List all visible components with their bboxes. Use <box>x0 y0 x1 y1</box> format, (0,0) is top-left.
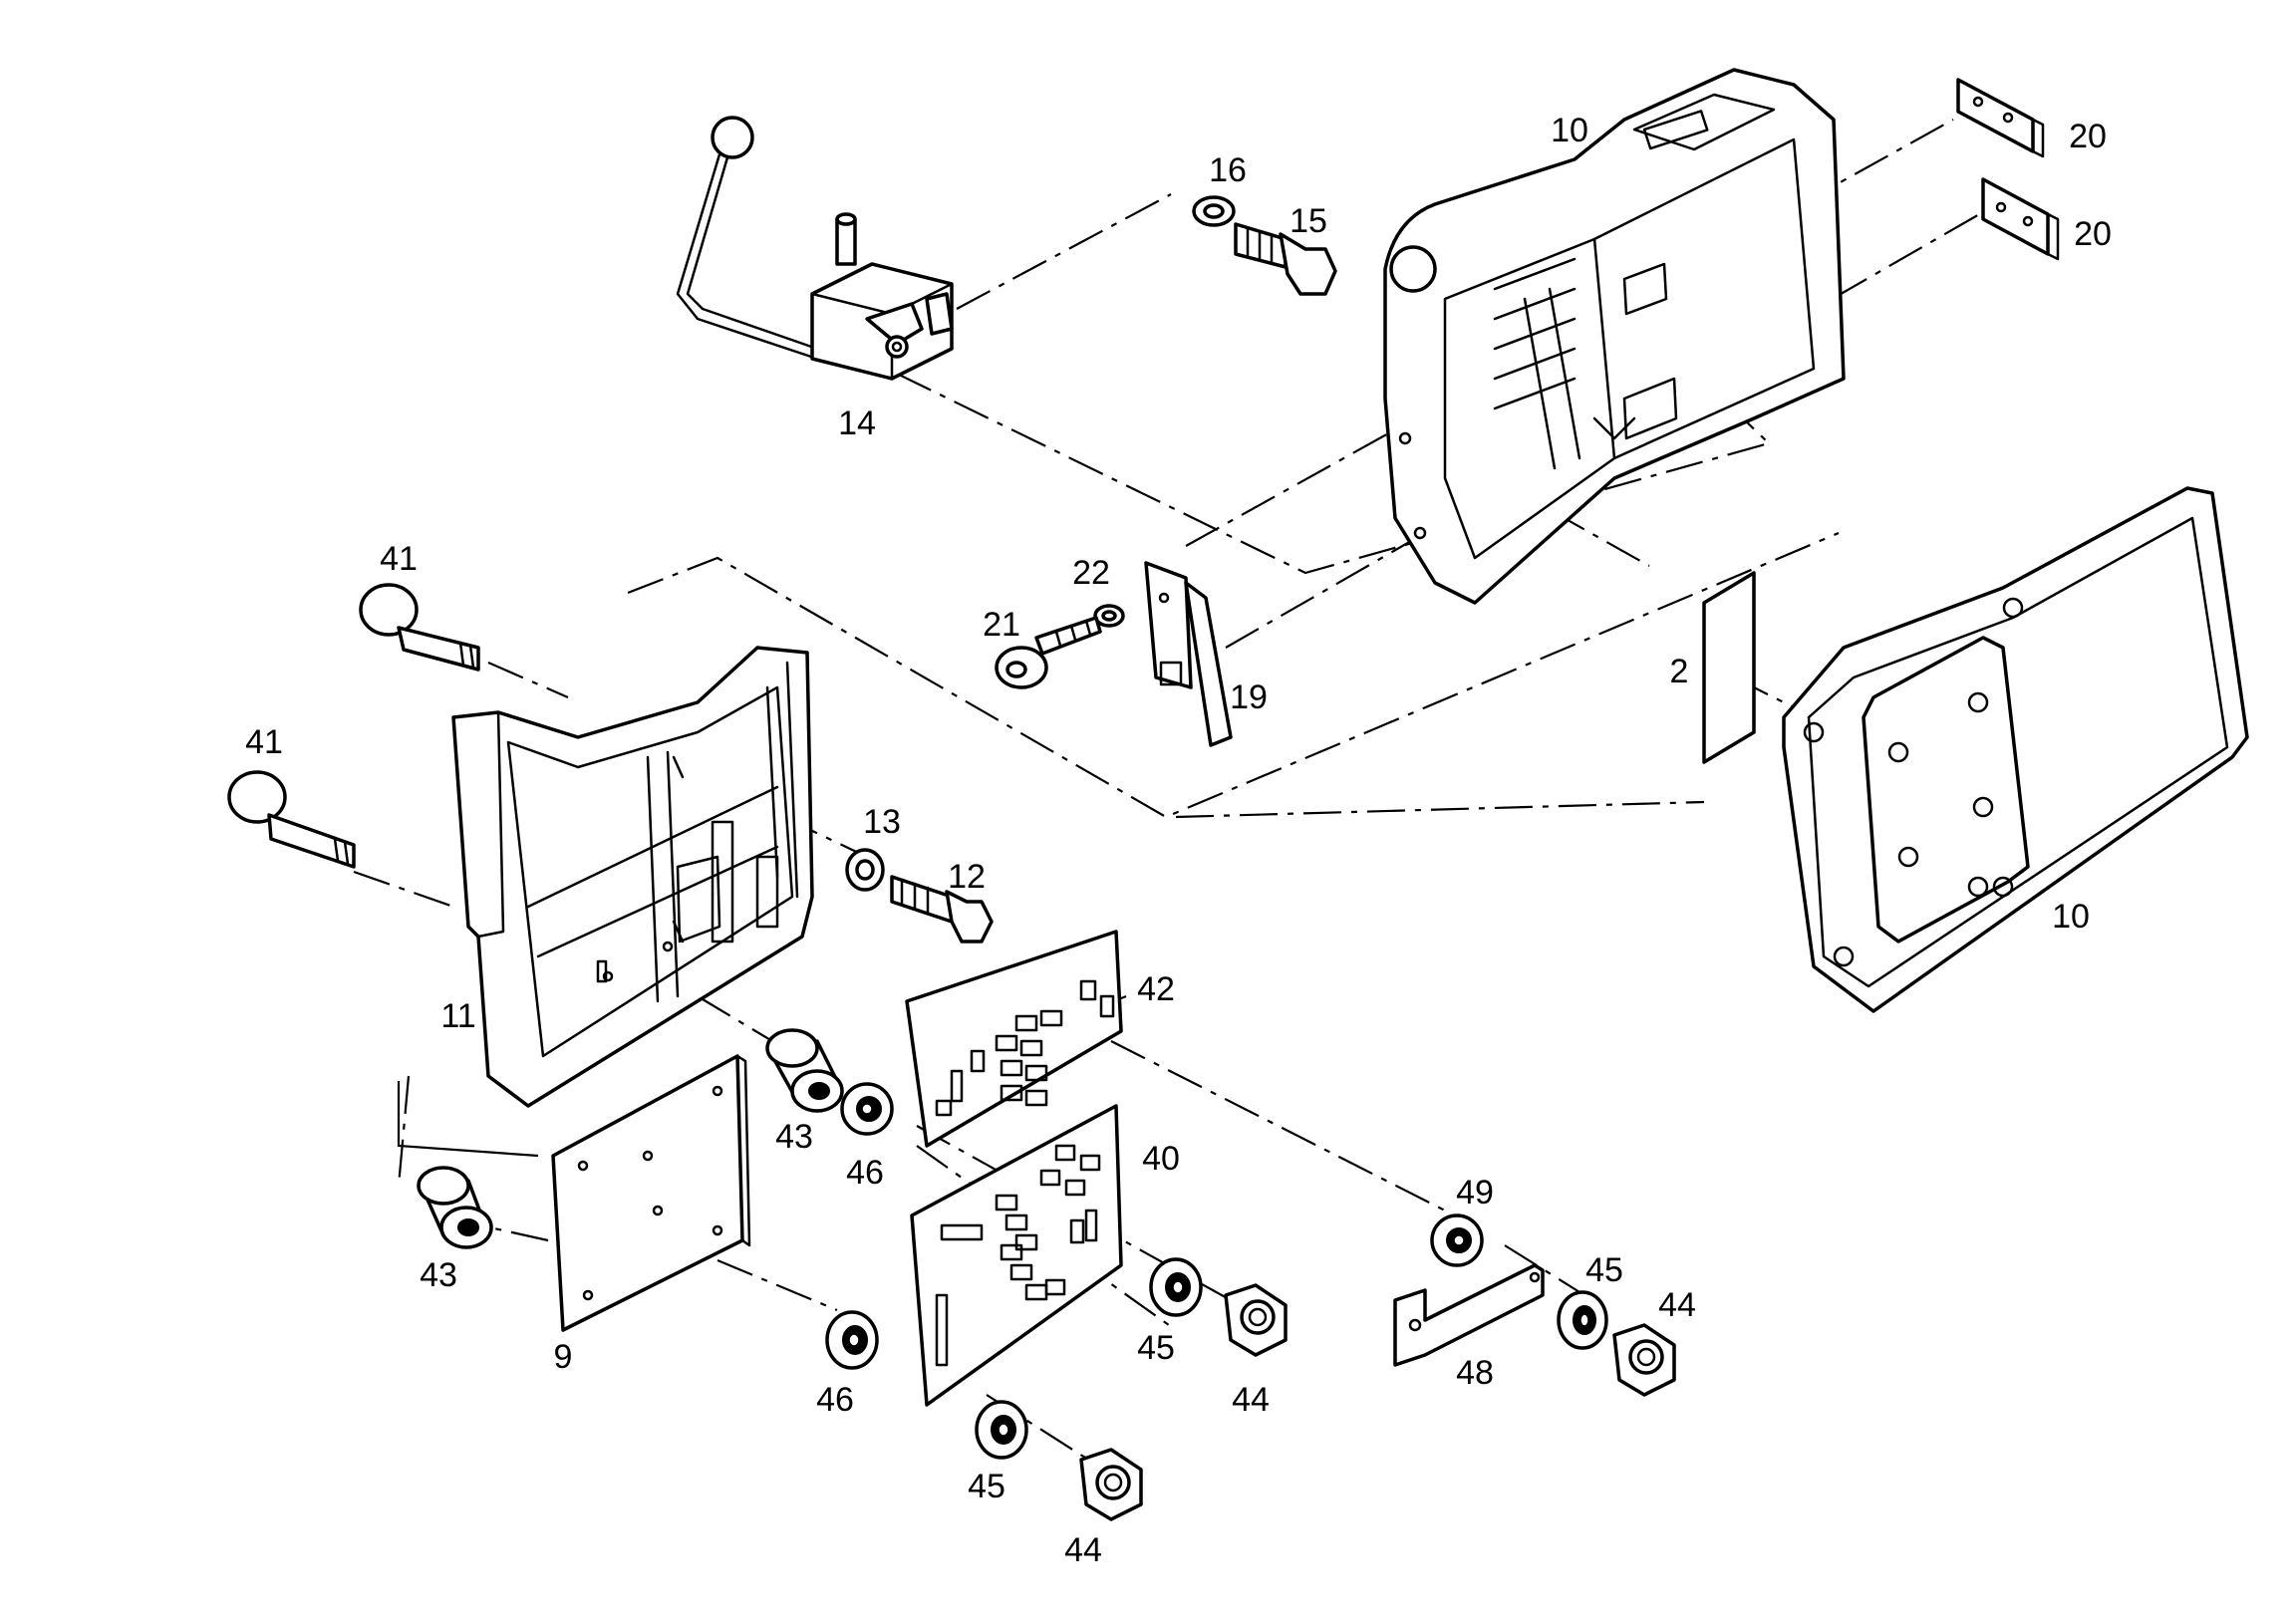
callout-20-plate-b: 20 <box>2074 215 2112 253</box>
part-10-cover <box>1782 486 2249 1013</box>
part-44-nut-b <box>1079 1448 1143 1521</box>
callout-21-screw: 21 <box>983 606 1020 644</box>
callout-10-housing: 10 <box>1551 112 1588 149</box>
callout-22-washer: 22 <box>1072 554 1110 592</box>
callout-40-board: 40 <box>1142 1140 1180 1178</box>
part-43-spacer-b <box>417 1166 493 1249</box>
callout-45-washer-b: 45 <box>968 1468 1005 1505</box>
callout-46-washer-a: 46 <box>846 1154 884 1192</box>
part-11-frame <box>451 646 814 1108</box>
part-49-washer <box>1430 1214 1484 1267</box>
callout-48-bracket: 48 <box>1456 1354 1494 1392</box>
callout-45-washer-c: 45 <box>1585 1251 1623 1289</box>
callout-20-plate-a: 20 <box>2069 118 2107 155</box>
callout-45-washer-a: 45 <box>1137 1329 1175 1367</box>
part-45-washer-b <box>975 1400 1028 1460</box>
callout-49-washer: 49 <box>1456 1174 1494 1212</box>
part-13-washer <box>845 848 885 892</box>
callout-11-frame: 11 <box>440 997 476 1035</box>
part-40-board <box>910 1104 1123 1407</box>
part-48-bracket <box>1393 1263 1545 1367</box>
part-46-washer-b <box>825 1310 879 1370</box>
part-20-plate-b <box>1981 177 2060 261</box>
part-42-board <box>905 930 1123 1148</box>
callout-44-nut-a: 44 <box>1232 1381 1270 1419</box>
callout-44-nut-c: 44 <box>1658 1286 1696 1324</box>
callout-46-washer-b: 46 <box>816 1381 854 1419</box>
part-44-nut-a <box>1224 1283 1288 1357</box>
callout-43-spacer-a: 43 <box>775 1118 813 1156</box>
part-41-bolt-a <box>359 583 480 672</box>
callout-12-bolt: 12 <box>948 858 986 896</box>
callout-13-washer: 13 <box>863 803 901 841</box>
part-41-bolt-b <box>227 770 356 869</box>
part-45-washer-c <box>1557 1290 1608 1350</box>
part-46-washer-a <box>840 1082 894 1136</box>
part-12-bolt <box>890 875 994 944</box>
part-15-bolt <box>1234 222 1337 296</box>
part-16-washer <box>1192 195 1236 227</box>
callout-16-washer: 16 <box>1209 151 1247 189</box>
callout-15-bolt: 15 <box>1290 202 1327 240</box>
callout-41-bolt-a: 41 <box>380 540 418 578</box>
part-21-screw <box>995 616 1102 689</box>
callout-9-plate: 9 <box>553 1338 573 1376</box>
callout-44-nut-b: 44 <box>1064 1531 1102 1569</box>
part-19-bracket <box>1144 561 1233 747</box>
callout-19-bracket: 19 <box>1230 678 1268 716</box>
callout-43-spacer-b: 43 <box>420 1256 457 1294</box>
callout-42-board: 42 <box>1137 970 1175 1008</box>
part-10-housing <box>1383 68 1846 605</box>
callout-14-lever-switch: 14 <box>838 404 876 442</box>
callout-2-label: 2 <box>1669 653 1689 690</box>
part-9-plate <box>551 1054 751 1332</box>
callout-10-cover: 10 <box>2052 898 2090 936</box>
part-43-spacer-a <box>765 1028 844 1113</box>
part-45-washer-a <box>1149 1257 1203 1317</box>
part-14-lever-switch <box>676 116 954 381</box>
part-2-label <box>1702 571 1756 764</box>
callout-41-bolt-b: 41 <box>245 723 283 761</box>
part-20-plate-a <box>1956 78 2045 158</box>
part-44-nut-c <box>1612 1323 1676 1397</box>
part-22-washer <box>1093 604 1125 628</box>
